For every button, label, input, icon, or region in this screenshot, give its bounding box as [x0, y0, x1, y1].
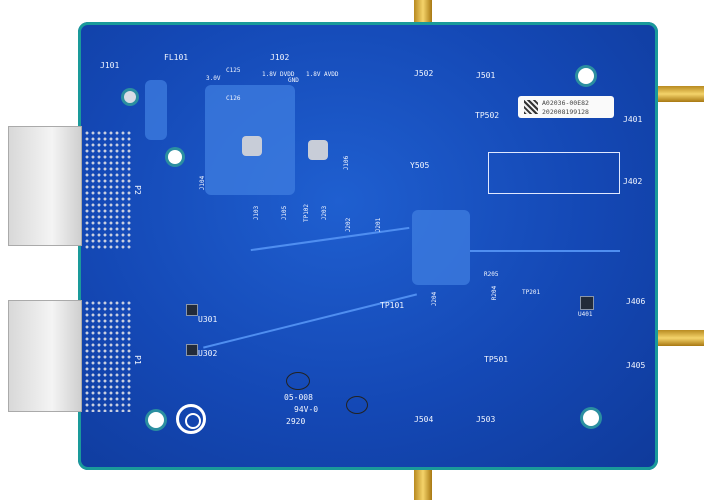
inductor	[242, 136, 262, 156]
label-j405: J405	[626, 361, 646, 370]
mounting-hole	[578, 68, 594, 84]
label-j503: J503	[476, 415, 496, 424]
label-j101: J101	[100, 61, 120, 70]
label-j102: J102	[270, 53, 290, 62]
label-j202: J202	[345, 217, 353, 233]
label-tp101: TP101	[380, 301, 405, 310]
marking-line2: 94V-0	[294, 405, 319, 414]
serial-sticker: A02036-00E82 202008199128	[518, 96, 614, 118]
label-tp501: TP501	[484, 355, 509, 364]
chip-u302	[186, 344, 198, 356]
label-tp502: TP502	[475, 111, 500, 120]
label-j105: J105	[281, 205, 289, 221]
label-gnd: GND	[288, 77, 299, 84]
chip-u401	[580, 296, 594, 310]
sma-connector-j405	[646, 330, 704, 346]
datamatrix-icon	[524, 100, 538, 114]
label-3v0: 3.0V	[206, 75, 221, 82]
label-p1: P1	[132, 355, 142, 365]
label-j406: J406	[626, 297, 646, 306]
mounting-hole	[583, 410, 599, 426]
label-p2: P2	[132, 185, 142, 195]
label-avdd: 1.8V AVDD	[306, 71, 339, 78]
label-u302: U302	[198, 349, 218, 358]
label-j502: J502	[414, 69, 434, 78]
header-connector-p2	[8, 126, 82, 246]
ul-mark	[346, 396, 368, 414]
label-y505: Y505	[410, 161, 430, 170]
label-c126: C126	[226, 95, 241, 102]
label-fl101: FL101	[164, 53, 189, 62]
label-r204: R204	[491, 285, 499, 301]
label-j203: J203	[321, 205, 329, 221]
label-u301: U301	[198, 315, 218, 324]
sticker-part: A02036-00E82	[542, 99, 589, 107]
pin-array-bottom	[84, 300, 132, 412]
label-c125: C125	[226, 67, 241, 74]
marking-line3: 2920	[286, 417, 306, 426]
label-j402: J402	[623, 177, 643, 186]
label-tp201: TP201	[522, 289, 541, 296]
component-block	[488, 152, 620, 194]
label-j103: J103	[253, 205, 261, 221]
label-j504: J504	[414, 415, 434, 424]
sma-connector-j401	[646, 86, 704, 102]
inductor	[308, 140, 328, 160]
plane-j101	[145, 80, 167, 140]
label-j501: J501	[476, 71, 496, 80]
label-j104: J104	[199, 175, 207, 191]
mounting-hole	[124, 91, 136, 103]
label-j401: J401	[623, 115, 643, 124]
label-j201: J201	[375, 217, 383, 233]
marking-line1: 05-008	[284, 393, 313, 402]
mounting-hole	[148, 412, 164, 428]
chip-u301	[186, 304, 198, 316]
label-j106: J106	[343, 155, 351, 171]
ul-mark	[286, 372, 310, 390]
label-j204: J204	[431, 291, 439, 307]
label-tp102: TP102	[303, 203, 311, 223]
pin-array-top	[84, 130, 132, 250]
sticker-serial: 202008199128	[542, 108, 589, 116]
header-connector-p1	[8, 300, 82, 412]
trace	[470, 250, 620, 252]
label-dvdd: 1.8V DVDD	[262, 71, 295, 78]
manufacturer-logo	[176, 404, 206, 434]
mounting-hole	[168, 150, 182, 164]
label-u401: U401	[578, 311, 593, 318]
rf-plane	[412, 210, 470, 285]
label-r205: R205	[484, 271, 499, 278]
